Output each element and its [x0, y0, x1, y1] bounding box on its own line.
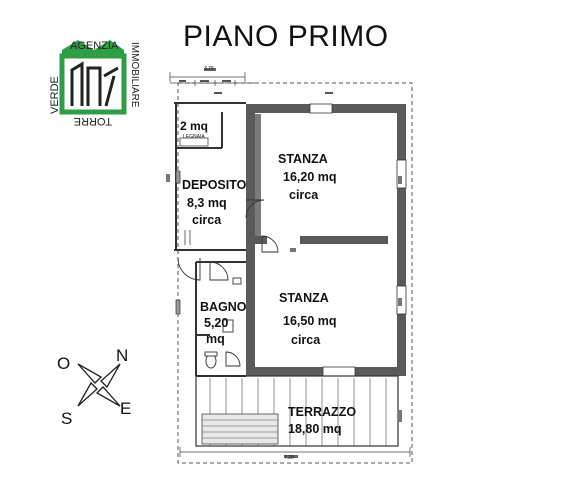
top-dim-label-mark: [204, 68, 216, 71]
terrace: [195, 375, 399, 447]
compass-east: E: [120, 399, 132, 418]
logo-text-bottom: TORRE: [74, 115, 112, 127]
terrazzo-area: 18,80 mq: [288, 422, 342, 436]
agency-logo: AGENZIA VERDE IMMOBILIARE TORRE: [49, 40, 140, 127]
terrazzo-name: TERRAZZO: [288, 405, 357, 419]
logo-text-top: AGENZIA: [70, 40, 119, 52]
compass-south: S: [61, 409, 73, 428]
top-dimension-value: 3.75: [204, 66, 214, 72]
logo-text-right: IMMOBILIARE: [129, 42, 140, 108]
stanza-1-name: STANZA: [278, 152, 328, 166]
logo-text-left: VERDE: [49, 76, 61, 114]
deposito-area: 8,3 mq: [187, 196, 227, 210]
dim-tick-marks: [179, 80, 333, 94]
bagno-name: BAGNO: [200, 300, 247, 314]
ripostiglio-note: LEGNAIA: [183, 134, 205, 140]
deposito-name: DEPOSITO: [182, 178, 247, 192]
stanza-1-area: 16,20 mq: [283, 170, 337, 184]
bottom-dimension-line: [179, 447, 411, 457]
deposito-walls: [174, 102, 246, 377]
bagno-unit: mq: [206, 332, 225, 346]
compass-icon: [77, 363, 121, 407]
page-title: PIANO PRIMO: [183, 20, 389, 53]
main-walls: [246, 104, 406, 376]
stanza-2-qual: circa: [291, 333, 321, 347]
compass-west: O: [57, 354, 71, 373]
bottom-dimension-value: 7.20: [284, 455, 294, 461]
compass-north: N: [116, 346, 129, 365]
bottom-dim-label-mark: [284, 455, 298, 458]
doors: [177, 199, 279, 367]
property-boundary: [177, 82, 413, 464]
top-dimension-line: [169, 72, 255, 86]
bagno-area: 5,20: [204, 316, 229, 330]
bathroom-fixtures: [204, 277, 242, 369]
stanza-2-area: 16,50 mq: [283, 314, 337, 328]
deposito-details: [175, 137, 209, 315]
side-dim-marks: [166, 174, 402, 422]
logo-green-mark: [62, 40, 124, 56]
ripostiglio-area: 2 mq: [180, 119, 209, 133]
stanza-2-name: STANZA: [279, 291, 329, 305]
logo-building-icon: [70, 61, 119, 107]
stanza-1-qual: circa: [289, 188, 319, 202]
deposito-qual: circa: [192, 213, 222, 227]
